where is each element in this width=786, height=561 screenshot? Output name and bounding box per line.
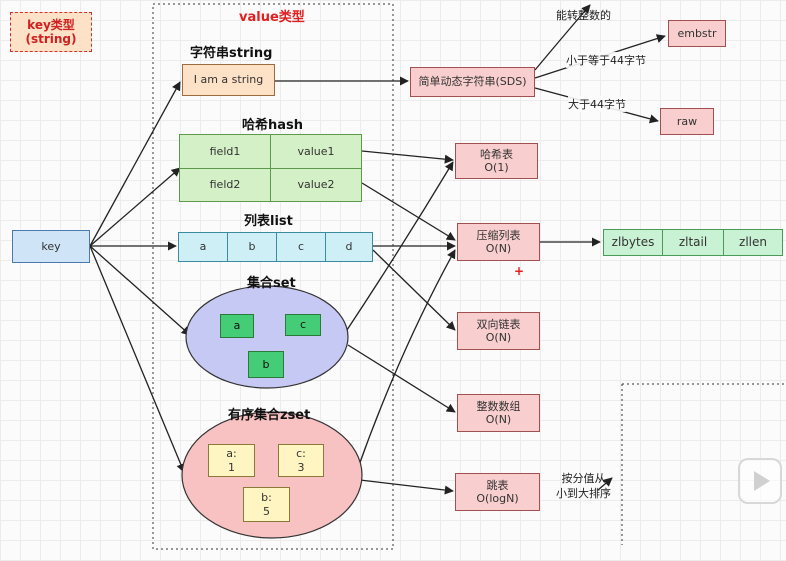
zset-member: b: 5 — [243, 487, 290, 522]
zset-ellipse — [181, 411, 363, 539]
sds-int-label: 能转整数的 — [556, 9, 611, 22]
key-box: key — [12, 230, 90, 263]
skiplist-note: 按分值从 小到大排序 — [556, 472, 611, 501]
arrow-list-linkedlist — [372, 249, 456, 331]
key-type-title: key类型 (string) — [10, 12, 92, 52]
set-member: b — [248, 351, 284, 378]
arrow-key-hash — [89, 167, 181, 247]
dotted-frame — [621, 383, 786, 545]
ziplist-field: zlbytes — [603, 229, 663, 256]
arrow-zset-ziplist — [357, 249, 456, 469]
plus-mark: + — [514, 264, 525, 278]
list-item: c — [276, 232, 326, 262]
arrow-key-set — [89, 245, 191, 336]
embstr-box: embstr — [668, 20, 726, 47]
zset-title: 有序集合zset — [228, 408, 311, 423]
list-item: a — [178, 232, 228, 262]
hash-cell: value2 — [270, 168, 362, 202]
linkedlist-box: 双向链表 O(N) — [457, 312, 540, 350]
zset-member: c: 3 — [278, 444, 324, 477]
list-title: 列表list — [244, 214, 293, 229]
arrow-sds-int — [534, 4, 591, 71]
arrow-set-hashtable — [344, 161, 454, 334]
arrow-skiplist-note — [597, 477, 613, 491]
arrow-hash-hashtable — [361, 150, 454, 164]
hash-cell: field1 — [179, 134, 271, 169]
skiplist-box: 跳表 O(logN) — [455, 473, 540, 511]
set-title: 集合set — [247, 276, 296, 291]
arrow-set-intset — [347, 344, 456, 413]
zset-member: a: 1 — [208, 444, 255, 477]
list-item: d — [325, 232, 373, 262]
arrow-key-zset — [89, 245, 186, 473]
string-value-box: I am a string — [182, 64, 275, 96]
hash-cell: value1 — [270, 134, 362, 169]
sds-le44-label: 小于等于44字节 — [566, 52, 646, 68]
ziplist-box: 压缩列表 O(N) — [457, 223, 540, 261]
set-member: c — [285, 314, 321, 336]
raw-box: raw — [660, 108, 714, 135]
hashtable-box: 哈希表 O(1) — [455, 143, 538, 179]
arrow-key-string — [89, 81, 181, 247]
set-ellipse — [185, 285, 349, 389]
ziplist-field: zltail — [662, 229, 724, 256]
arrow-zset-skiplist — [359, 479, 454, 495]
intset-box: 整数数组 O(N) — [457, 394, 540, 432]
hash-cell: field2 — [179, 168, 271, 202]
sds-box: 简单动态字符串(SDS) — [410, 67, 535, 97]
hash-title: 哈希hash — [242, 118, 304, 133]
set-member: a — [220, 314, 254, 338]
sds-gt44-label: 大于44字节 — [568, 96, 626, 112]
ziplist-field: zllen — [723, 229, 783, 256]
arrow-hash-ziplist — [361, 182, 456, 241]
play-icon[interactable] — [738, 458, 782, 504]
string-title: 字符串string — [190, 46, 273, 61]
value-type-container — [152, 3, 394, 550]
list-item: b — [227, 232, 277, 262]
value-type-title: value类型 — [239, 10, 305, 25]
